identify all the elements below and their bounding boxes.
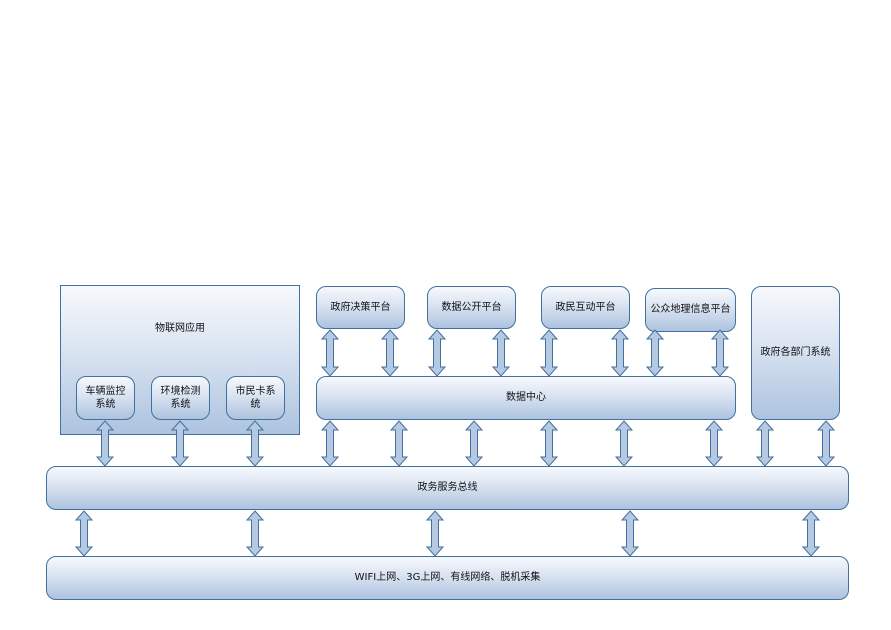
vehicle-monitoring-node: 车辆监控系统 <box>76 376 135 420</box>
arrow-platform-to-datacenter-1 <box>320 329 340 377</box>
arrow-datacenter-to-bus-3 <box>464 420 484 467</box>
data-open-platform-node: 数据公开平台 <box>427 286 516 329</box>
arrow-bus-to-network-2 <box>245 510 265 557</box>
arrow-platform-to-datacenter-8 <box>710 329 730 377</box>
arrow-datacenter-to-bus-1 <box>320 420 340 467</box>
arrow-datacenter-to-bus-6 <box>704 420 724 467</box>
data-center-label: 数据中心 <box>506 392 546 403</box>
arrow-platform-to-datacenter-5 <box>539 329 559 377</box>
gov-department-system-node: 政府各部门系统 <box>751 286 840 420</box>
arrow-bus-to-network-4 <box>620 510 640 557</box>
arrow-bus-to-network-3 <box>425 510 445 557</box>
service-bus-node: 政务服务总线 <box>46 466 849 510</box>
data-open-platform-label: 数据公开平台 <box>441 301 502 313</box>
arrow-datacenter-to-bus-2 <box>389 420 409 467</box>
citizen-card-label: 市民卡系统 <box>235 386 276 410</box>
gov-decision-platform-label: 政府决策平台 <box>330 301 391 313</box>
public-geo-info-platform-node: 公众地理信息平台 <box>645 288 736 332</box>
arrow-iot-to-bus-2 <box>170 420 190 467</box>
data-center-node: 数据中心 <box>316 376 736 420</box>
arrow-platform-to-datacenter-3 <box>427 329 447 377</box>
arrow-datacenter-to-bus-5 <box>614 420 634 467</box>
citizen-card-node: 市民卡系统 <box>226 376 285 420</box>
gov-decision-platform-node: 政府决策平台 <box>316 286 405 329</box>
iot-application-title: 物联网应用 <box>155 323 205 334</box>
arrow-govdept-to-bus-1 <box>755 420 775 467</box>
service-bus-label: 政务服务总线 <box>417 482 478 493</box>
arrow-platform-to-datacenter-2 <box>380 329 400 377</box>
gov-citizen-interaction-platform-node: 政民互动平台 <box>541 286 630 329</box>
arrow-platform-to-datacenter-6 <box>610 329 630 377</box>
arrow-bus-to-network-5 <box>801 510 821 557</box>
arrow-datacenter-to-bus-4 <box>539 420 559 467</box>
environment-detection-node: 环境检测系统 <box>151 376 210 420</box>
arrow-platform-to-datacenter-7 <box>645 329 665 377</box>
gov-department-system-label: 政府各部门系统 <box>760 347 831 358</box>
arrow-bus-to-network-1 <box>74 510 94 557</box>
arrow-iot-to-bus-3 <box>245 420 265 467</box>
vehicle-monitoring-label: 车辆监控系统 <box>85 386 126 410</box>
gov-citizen-interaction-platform-label: 政民互动平台 <box>555 301 616 313</box>
public-geo-info-platform-label: 公众地理信息平台 <box>650 304 731 315</box>
arrow-govdept-to-bus-2 <box>816 420 836 467</box>
network-layer-node: WIFI上网、3G上网、有线网络、脱机采集 <box>46 556 849 600</box>
network-layer-label: WIFI上网、3G上网、有线网络、脱机采集 <box>354 572 541 583</box>
environment-detection-label: 环境检测系统 <box>160 386 201 410</box>
arrow-iot-to-bus-1 <box>95 420 115 467</box>
arrow-platform-to-datacenter-4 <box>491 329 511 377</box>
